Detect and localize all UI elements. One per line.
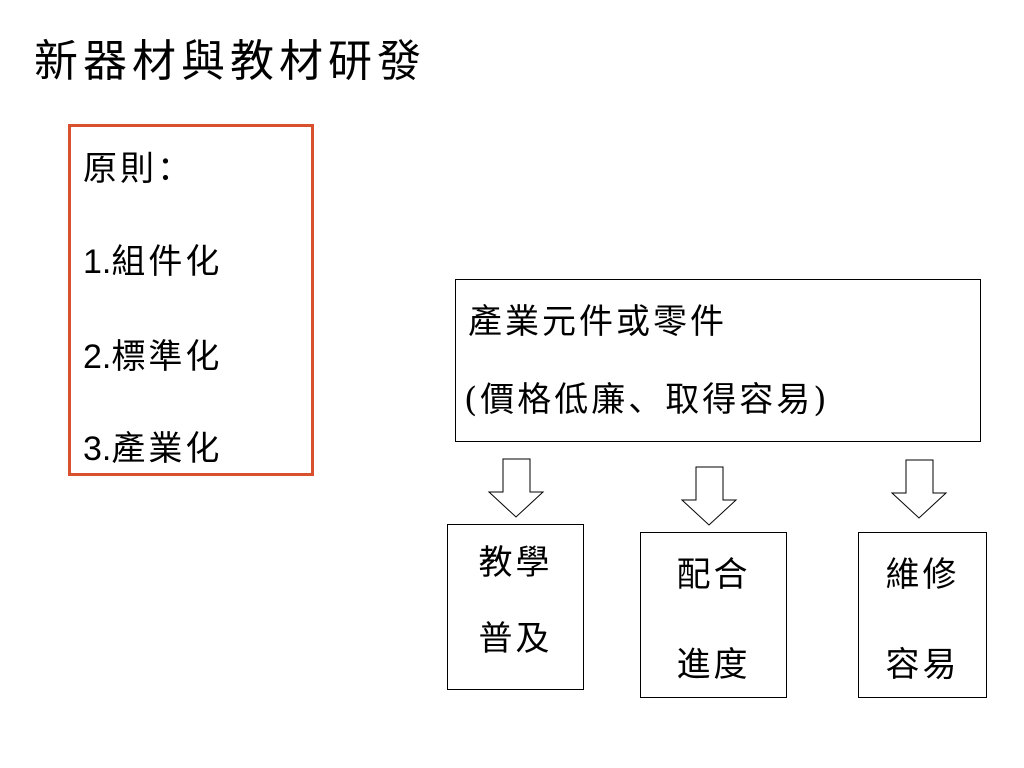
source-line-1: 產業元件或零件: [468, 302, 727, 342]
principle-item-2: 2.標準化: [83, 335, 222, 379]
outcome-line-2: 容易: [885, 645, 960, 685]
down-arrow-icon: [680, 466, 738, 526]
outcome-box-1: 教學 普及: [447, 524, 584, 690]
principle-number: 2.: [83, 338, 112, 376]
source-line-2: (價格低廉、取得容易): [464, 380, 830, 420]
principles-heading: 原則：: [83, 149, 194, 189]
principle-item-3: 3.產業化: [83, 427, 222, 471]
principle-item-1: 1.組件化: [83, 240, 222, 284]
slide-title: 新器材與教材研發: [34, 36, 426, 87]
principle-text: 產業化: [111, 429, 223, 469]
outcome-line-1: 配合: [676, 555, 751, 595]
outcome-box-2: 配合 進度: [640, 532, 787, 698]
outcome-box-3: 維修 容易: [858, 532, 987, 698]
outcome-line-2: 普及: [478, 619, 553, 659]
outcome-line-1: 教學: [478, 543, 553, 583]
down-arrow-icon: [487, 458, 545, 518]
principle-number: 3.: [83, 430, 112, 468]
down-arrow-icon: [890, 459, 948, 519]
principles-box: 原則： 1.組件化 2.標準化 3.產業化: [68, 124, 314, 476]
outcome-line-2: 進度: [676, 645, 751, 685]
principle-text: 組件化: [111, 242, 223, 282]
principle-text: 標準化: [111, 337, 223, 377]
principle-number: 1.: [83, 243, 112, 281]
source-box: 產業元件或零件 (價格低廉、取得容易): [455, 279, 981, 442]
outcome-line-1: 維修: [885, 555, 960, 595]
